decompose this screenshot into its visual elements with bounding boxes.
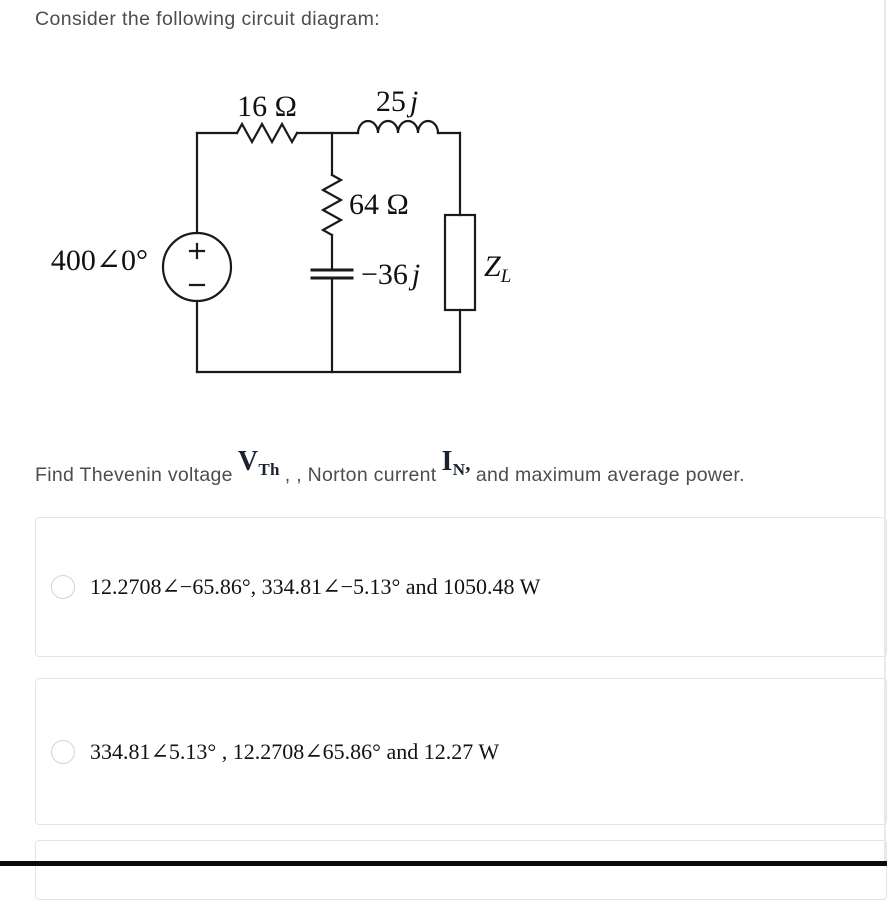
answer-option-1-label: 12.2708∠−65.86°, 334.81∠−5.13° and 1050.… — [90, 574, 541, 599]
answer-option-3[interactable] — [35, 840, 887, 900]
thevenin-voltage-symbol: VTh — [237, 446, 280, 479]
question-mid: , , Norton current — [284, 464, 437, 486]
answer-option-2[interactable]: 334.81∠5.13° , 12.2708∠65.86° and 12.27 … — [35, 678, 887, 825]
answer-option-1[interactable]: 12.2708∠−65.86°, 334.81∠−5.13° and 1050.… — [35, 517, 887, 657]
load-label: ZL — [484, 250, 511, 287]
page-title: Consider the following circuit diagram: — [35, 8, 381, 30]
plus-sign — [188, 242, 206, 260]
resistor1-symbol — [235, 121, 299, 145]
question-suffix: and maximum average power. — [475, 464, 745, 486]
radio-button-1[interactable] — [51, 575, 75, 599]
question-prefix: Find Thevenin voltage — [35, 464, 233, 486]
capacitor-symbol — [310, 268, 354, 280]
right-edge-divider — [884, 0, 886, 866]
answer-option-2-label: 334.81∠5.13° , 12.2708∠65.86° and 12.27 … — [90, 738, 500, 764]
inductor-symbol — [356, 119, 440, 135]
resistor2-symbol — [320, 173, 344, 237]
norton-current-symbol: IN, — [441, 446, 471, 479]
resistor2-label: 64 Ω — [349, 188, 409, 221]
radio-button-2[interactable] — [51, 739, 75, 764]
load-box — [443, 213, 477, 312]
resistor1-label: 16 Ω — [237, 90, 297, 123]
bottom-window-edge — [0, 861, 887, 866]
source-label: 400∠0° — [51, 244, 148, 277]
